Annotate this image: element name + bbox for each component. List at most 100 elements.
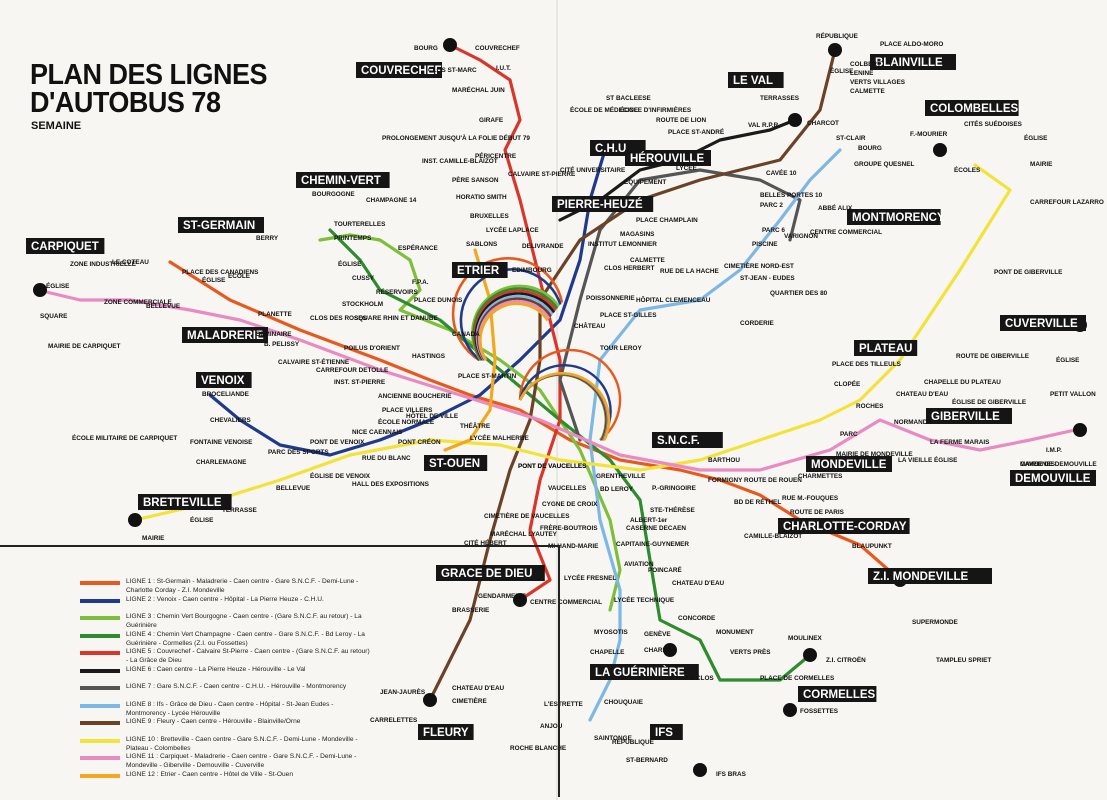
stop-label-parc-2: PARC 2 [760, 202, 783, 209]
stop-label-cavernes: CAVERNES [1020, 461, 1056, 468]
stop-label-mi-hand-marie: MI-HAND-MARIE [548, 543, 599, 550]
stop-label-edimbourg: EDIMBOURG [512, 267, 552, 274]
district-grace-de-dieu: GRACE DE DIEU [436, 565, 545, 581]
stop-label-petit-vallon: PETIT VALLON [1050, 391, 1096, 398]
stop-label-rue-fouques: RUE M.-FOUQUES [782, 495, 839, 502]
stop-label-lycee-malherbe: LYCÉE MALHERBE [470, 433, 529, 442]
stop-label-pere-sanson: PÈRE SANSON [452, 175, 499, 184]
stop-label-st-bernard: ST-BERNARD [626, 757, 668, 764]
legend-text: LIGNE 8 : Ifs - Grâce de Dieu - Caen cen… [126, 700, 334, 717]
stop-label-jean-jaures: JEAN-JAURÈS [380, 687, 426, 696]
stop-label-ecoles: ÉCOLES [954, 165, 981, 174]
route-line-l2 [208, 148, 607, 457]
legend-item-l2: LIGNE 2 : Venoix - Caen centre - Hôpital… [80, 595, 371, 604]
district-gueriniere: LA GUÉRINIÈRE [590, 664, 699, 680]
stop-label-bellevue-2: BELLEVUE [146, 303, 181, 310]
district-label: MONDEVILLE [811, 459, 887, 471]
district-chemin-vert: CHEMIN-VERT [296, 172, 390, 188]
subtitle: SEMAINE [31, 120, 82, 132]
stop-label-vaucelles: VAUCELLES [548, 485, 587, 492]
legend-item-l8: LIGNE 8 : Ifs - Grâce de Dieu - Caen cen… [80, 700, 371, 718]
legend-item-l12: LIGNE 12 : Etrier - Caen centre - Hôtel … [80, 770, 371, 779]
stop-label-clos-herbert: CLOS HERBERT [604, 265, 655, 272]
terminus-dot [783, 703, 797, 717]
legend-text: LIGNE 9 : Fleury - Caen centre - Hérouvi… [126, 718, 301, 725]
stop-label-ecole-militaire: ÉCOLE MILITAIRE DE CARPIQUET [72, 433, 177, 442]
stop-label-rue-du-blanc: RUE DU BLANC [362, 455, 411, 462]
district-fleury: FLEURY [418, 724, 474, 740]
stop-label-ecole-normale: ÉCOLE NORMALE [378, 417, 435, 426]
district-bretteville: BRETTEVILLE [138, 494, 232, 510]
district-carpiquet: CARPIQUET [26, 238, 105, 254]
stop-label-clos-st-marc: CLOS ST-MARC [428, 67, 477, 74]
stop-label-eglise-car: ÉGLISE [46, 281, 70, 290]
stop-label-barthou: BARTHOU [708, 457, 740, 464]
stop-label-clos-des-roses: CLOS DES ROSES [310, 315, 368, 322]
district-label: DEMOUVILLE [1015, 473, 1091, 485]
stop-label-ifs-bras: IFS BRAS [716, 771, 747, 778]
stop-label-supermonde: SUPERMONDE [912, 619, 959, 626]
district-venoix: VENOIX [196, 372, 252, 388]
district-label: MONTMORENCY [852, 212, 945, 224]
district-charlotte-corday: CHARLOTTE-CORDAY [778, 518, 910, 534]
route-line-l12 [443, 248, 497, 452]
legend-text: LIGNE 11 : Carpiquet - Maladrerie - Caen… [126, 753, 357, 769]
district-label: Z.I. MONDEVILLE [873, 571, 969, 583]
stop-label-marechal-juin: MARÉCHAL JUIN [452, 85, 505, 94]
stop-label-concorde: CONCORDE [678, 615, 716, 622]
stop-label-aviation: AVIATION [624, 561, 654, 568]
stop-label-roches: ROCHES [856, 403, 884, 410]
legend-text: LIGNE 1 : St-Germain - Maladrerie - Caen… [126, 578, 359, 594]
stop-label-tampleu-spriet: TAMPLEU SPRIET [936, 657, 991, 664]
stop-label-fossettes: FOSSETTES [800, 708, 839, 715]
legend-text: LIGNE 5 : Couvrechef - Calvaire St-Pierr… [126, 648, 370, 664]
stop-label-caserne-decaen: CASERNE DECAEN [626, 525, 686, 532]
stop-label-f-mourier: F.-MOURIER [910, 131, 948, 138]
stop-label-monument: MONUMENT [716, 629, 754, 636]
stop-label-cavee-10: CAVÉE 10 [766, 168, 797, 177]
legend: LIGNE 1 : St-Germain - Maladrerie - Caen… [0, 545, 560, 797]
stop-label-eglise-cuv: ÉGLISE [1056, 355, 1080, 364]
district-label: LA GUÉRINIÈRE [595, 666, 685, 679]
stop-label-institut-lemonnier: INSTITUT LEMONNIER [588, 241, 657, 248]
stop-label-pont-de-vaucelles: PONT DE VAUCELLES [518, 463, 587, 470]
stop-label-mairie-col: MAIRIE [1030, 161, 1053, 168]
stop-label-route-de-rouen: ROUTE DE ROUEN [744, 477, 802, 484]
terminus-dot [693, 763, 707, 777]
stop-label-girafe: GIRAFE [479, 117, 504, 124]
stop-label-lycee-fresnel: LYCÉE FRESNEL [564, 573, 616, 582]
stop-label-zi-citroen: Z.I. CITROËN [826, 656, 866, 664]
stop-label-geneve: GENÈVE [644, 629, 671, 638]
stop-label-charite: CHARITÉ [644, 645, 673, 654]
stop-label-pont-creon: PONT CRÉON [398, 437, 441, 446]
stop-label-eglise-bl: ÉGLISE [830, 66, 854, 75]
legend-swatch [80, 581, 120, 585]
stop-label-place-des-tilleuls: PLACE DES TILLEULS [832, 361, 902, 368]
stop-label-rue-de-la-hache: RUE DE LA HACHE [660, 268, 719, 275]
route-line-l7 [558, 168, 802, 442]
stop-label-centre-commercial-2: CENTRE COMMERCIAL [530, 599, 602, 606]
district-label: ST-OUEN [429, 458, 480, 470]
stop-label-calmette: CALMETTE [630, 257, 666, 264]
stop-label-anjou: ANJOU [540, 723, 563, 730]
district-label: LE VAL [733, 75, 773, 87]
legend-swatch [80, 773, 120, 778]
district-blainville: BLAINVILLE [870, 54, 956, 70]
district-label: BRETTEVILLE [143, 497, 222, 509]
legend-swatch [80, 651, 120, 655]
terminus-dot [663, 643, 677, 657]
station-loop-l12 [518, 372, 611, 441]
stop-label-varignon: VARIGNON [784, 233, 818, 240]
centre-loop-l2 [459, 268, 562, 362]
stop-label-mairie-bret: MAIRIE [142, 535, 165, 542]
terminus-dot [513, 593, 527, 607]
stop-label-terrasse: TERRASSE [222, 507, 258, 514]
stop-label-ecole-medecine: ÉCOLE DE MÉDECINE [570, 105, 639, 114]
stop-label-lestrette: L'ESTRETTE [544, 701, 584, 708]
district-maladrerie: MALADRERIE [182, 327, 268, 343]
stop-label-parc-mond: PARC [840, 431, 858, 438]
stop-label-mairie-mond: MAIRIE DE MONDEVILLE [836, 451, 913, 458]
stop-label-corderie: CORDERIE [740, 320, 774, 327]
